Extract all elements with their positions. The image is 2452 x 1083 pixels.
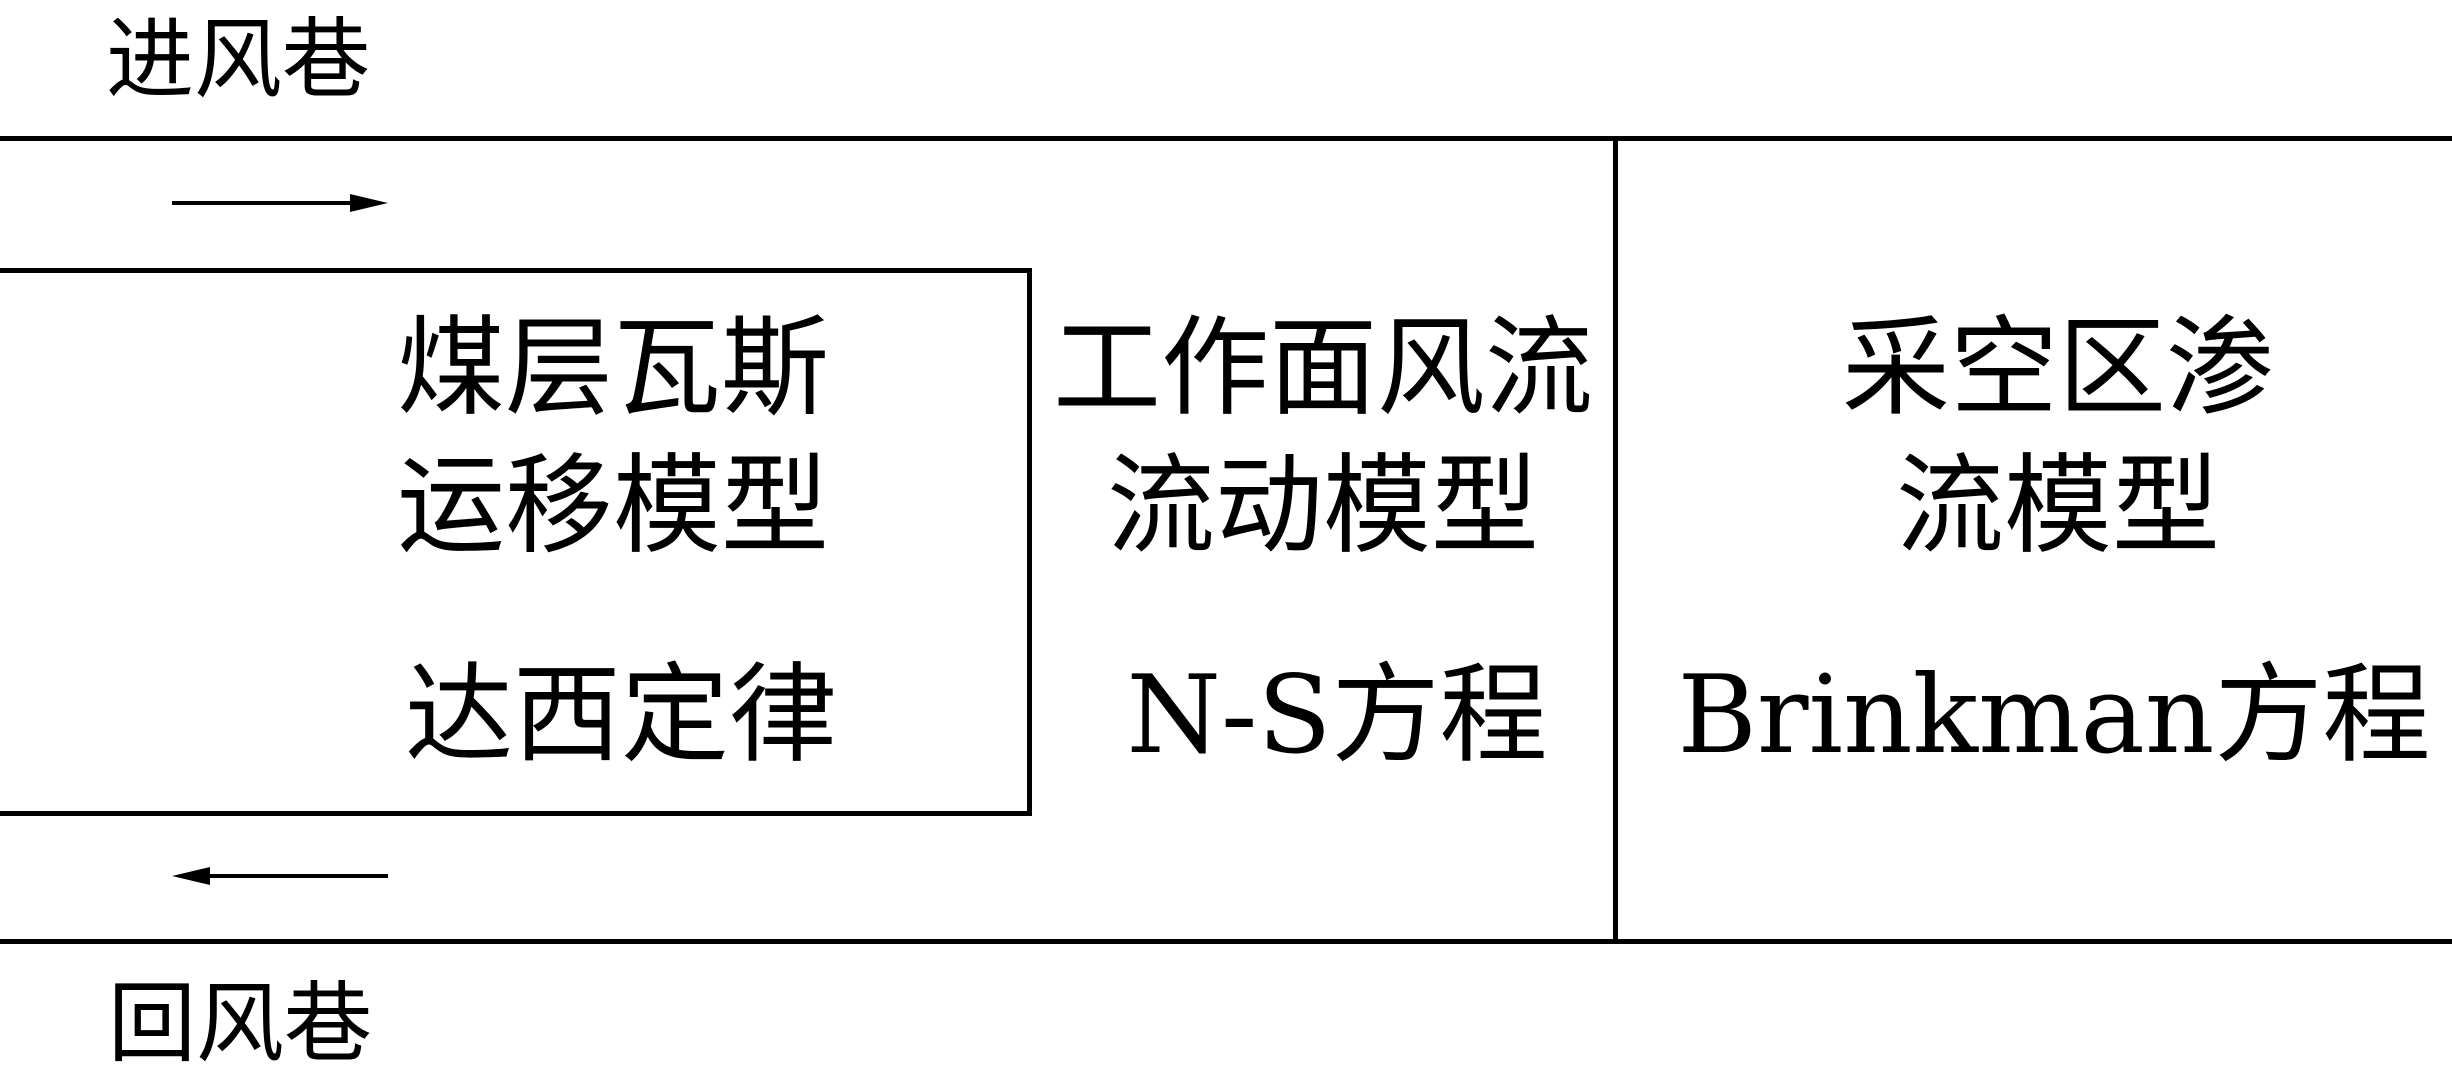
working-face-title-line1: 工作面风流 [1052, 306, 1594, 431]
coal-seam-equation: 达西定律 [404, 653, 838, 778]
top-boundary-line [0, 136, 2452, 141]
working-face-title-line2: 流动模型 [1106, 444, 1540, 569]
goaf-title-line2: 流模型 [1895, 444, 2221, 569]
goaf-title-line1: 采空区渗 [1841, 306, 2275, 431]
goaf-equation: Brinkman方程 [1677, 653, 2431, 778]
coal-seam-title-line1: 煤层瓦斯 [396, 306, 830, 431]
return-flow-arrow-icon [172, 867, 388, 885]
intake-airway-label: 进风巷 [106, 8, 371, 111]
coal-seam-title-line2: 运移模型 [396, 444, 830, 569]
bottom-boundary-line [0, 939, 2452, 944]
coal-seam-box [0, 268, 1032, 816]
intake-flow-arrow-icon [172, 194, 388, 212]
return-airway-label: 回风巷 [108, 972, 373, 1075]
goaf-divider-line [1613, 136, 1618, 944]
working-face-equation: N-S方程 [1126, 653, 1548, 778]
